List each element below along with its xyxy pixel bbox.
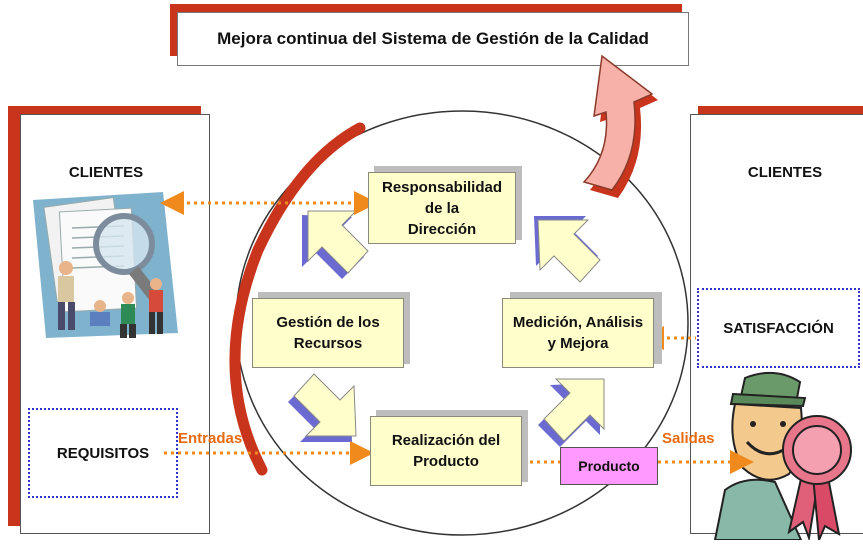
- realization-line-2: Producto: [413, 453, 479, 470]
- improvement-arrow-icon: [582, 54, 658, 198]
- product-box: Producto: [560, 447, 658, 485]
- resource-management-box: Gestión de los Recursos: [252, 298, 404, 368]
- right-clients-heading: CLIENTES: [747, 164, 823, 181]
- left-clients-heading: CLIENTES: [68, 164, 144, 181]
- requirements-box: REQUISITOS: [28, 408, 178, 498]
- measurement-line-2: y Mejora: [547, 335, 609, 352]
- resources-line-2: Recursos: [293, 335, 363, 352]
- measurement-analysis-box: Medición, Análisis y Mejora: [502, 298, 654, 368]
- management-line-1: Responsabilidad: [381, 178, 503, 196]
- cycle-arrow-top-right: [534, 216, 601, 283]
- satisfaction-box: SATISFACCIÓN: [697, 288, 860, 368]
- cycle-arrow-bottom-right: [538, 378, 605, 447]
- outputs-label: Salidas: [662, 430, 715, 447]
- management-responsibility-box: Responsabilidad de la Dirección: [368, 172, 516, 244]
- management-line-3: Dirección: [407, 220, 477, 238]
- inputs-label: Entradas: [178, 430, 243, 447]
- realization-line-1: Realización del: [391, 432, 501, 449]
- management-line-2: de la: [424, 199, 460, 217]
- cycle-arrow-bottom-left: [288, 373, 357, 442]
- requirements-label: REQUISITOS: [56, 444, 150, 462]
- measurement-line-1: Medición, Análisis: [512, 314, 644, 331]
- resources-line-1: Gestión de los: [276, 314, 380, 331]
- clients-documents-icon: [33, 192, 178, 338]
- satisfaction-label: SATISFACCIÓN: [723, 319, 834, 337]
- product-realization-box: Realización del Producto: [370, 416, 522, 486]
